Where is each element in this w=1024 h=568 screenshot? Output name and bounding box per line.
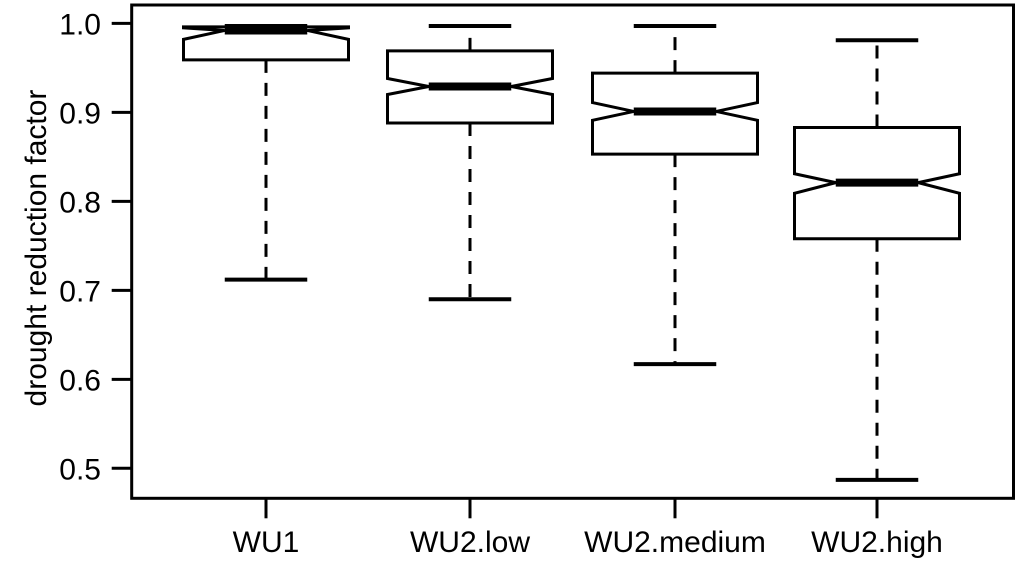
- y-tick-label: 0.7: [59, 275, 101, 308]
- plot-frame-layer: [130, 3, 1015, 500]
- x-tick-label-WU2.medium: WU2.medium: [584, 526, 766, 559]
- y-axis-title: drought reduction factor: [20, 90, 53, 407]
- boxplot-WU2.high: [793, 38, 961, 482]
- y-tick-label: 0.5: [59, 453, 101, 486]
- x-tick-label-WU2.low: WU2.low: [410, 526, 530, 559]
- plot-frame: [130, 3, 1015, 500]
- x-tick-label-WU1: WU1: [233, 526, 300, 559]
- boxplot-WU1: [182, 24, 350, 282]
- y-tick-label: 0.6: [59, 364, 101, 397]
- x-tick-label-WU2.high: WU2.high: [811, 526, 943, 559]
- y-tick-label: 0.9: [59, 97, 101, 130]
- y-tick-label: 0.8: [59, 186, 101, 219]
- boxplot-WU2.medium: [591, 24, 759, 367]
- box: [182, 25, 350, 62]
- y-tick-label: 1.0: [59, 8, 101, 41]
- boxplot-WU2.low: [386, 24, 554, 302]
- box-layer: [182, 24, 961, 482]
